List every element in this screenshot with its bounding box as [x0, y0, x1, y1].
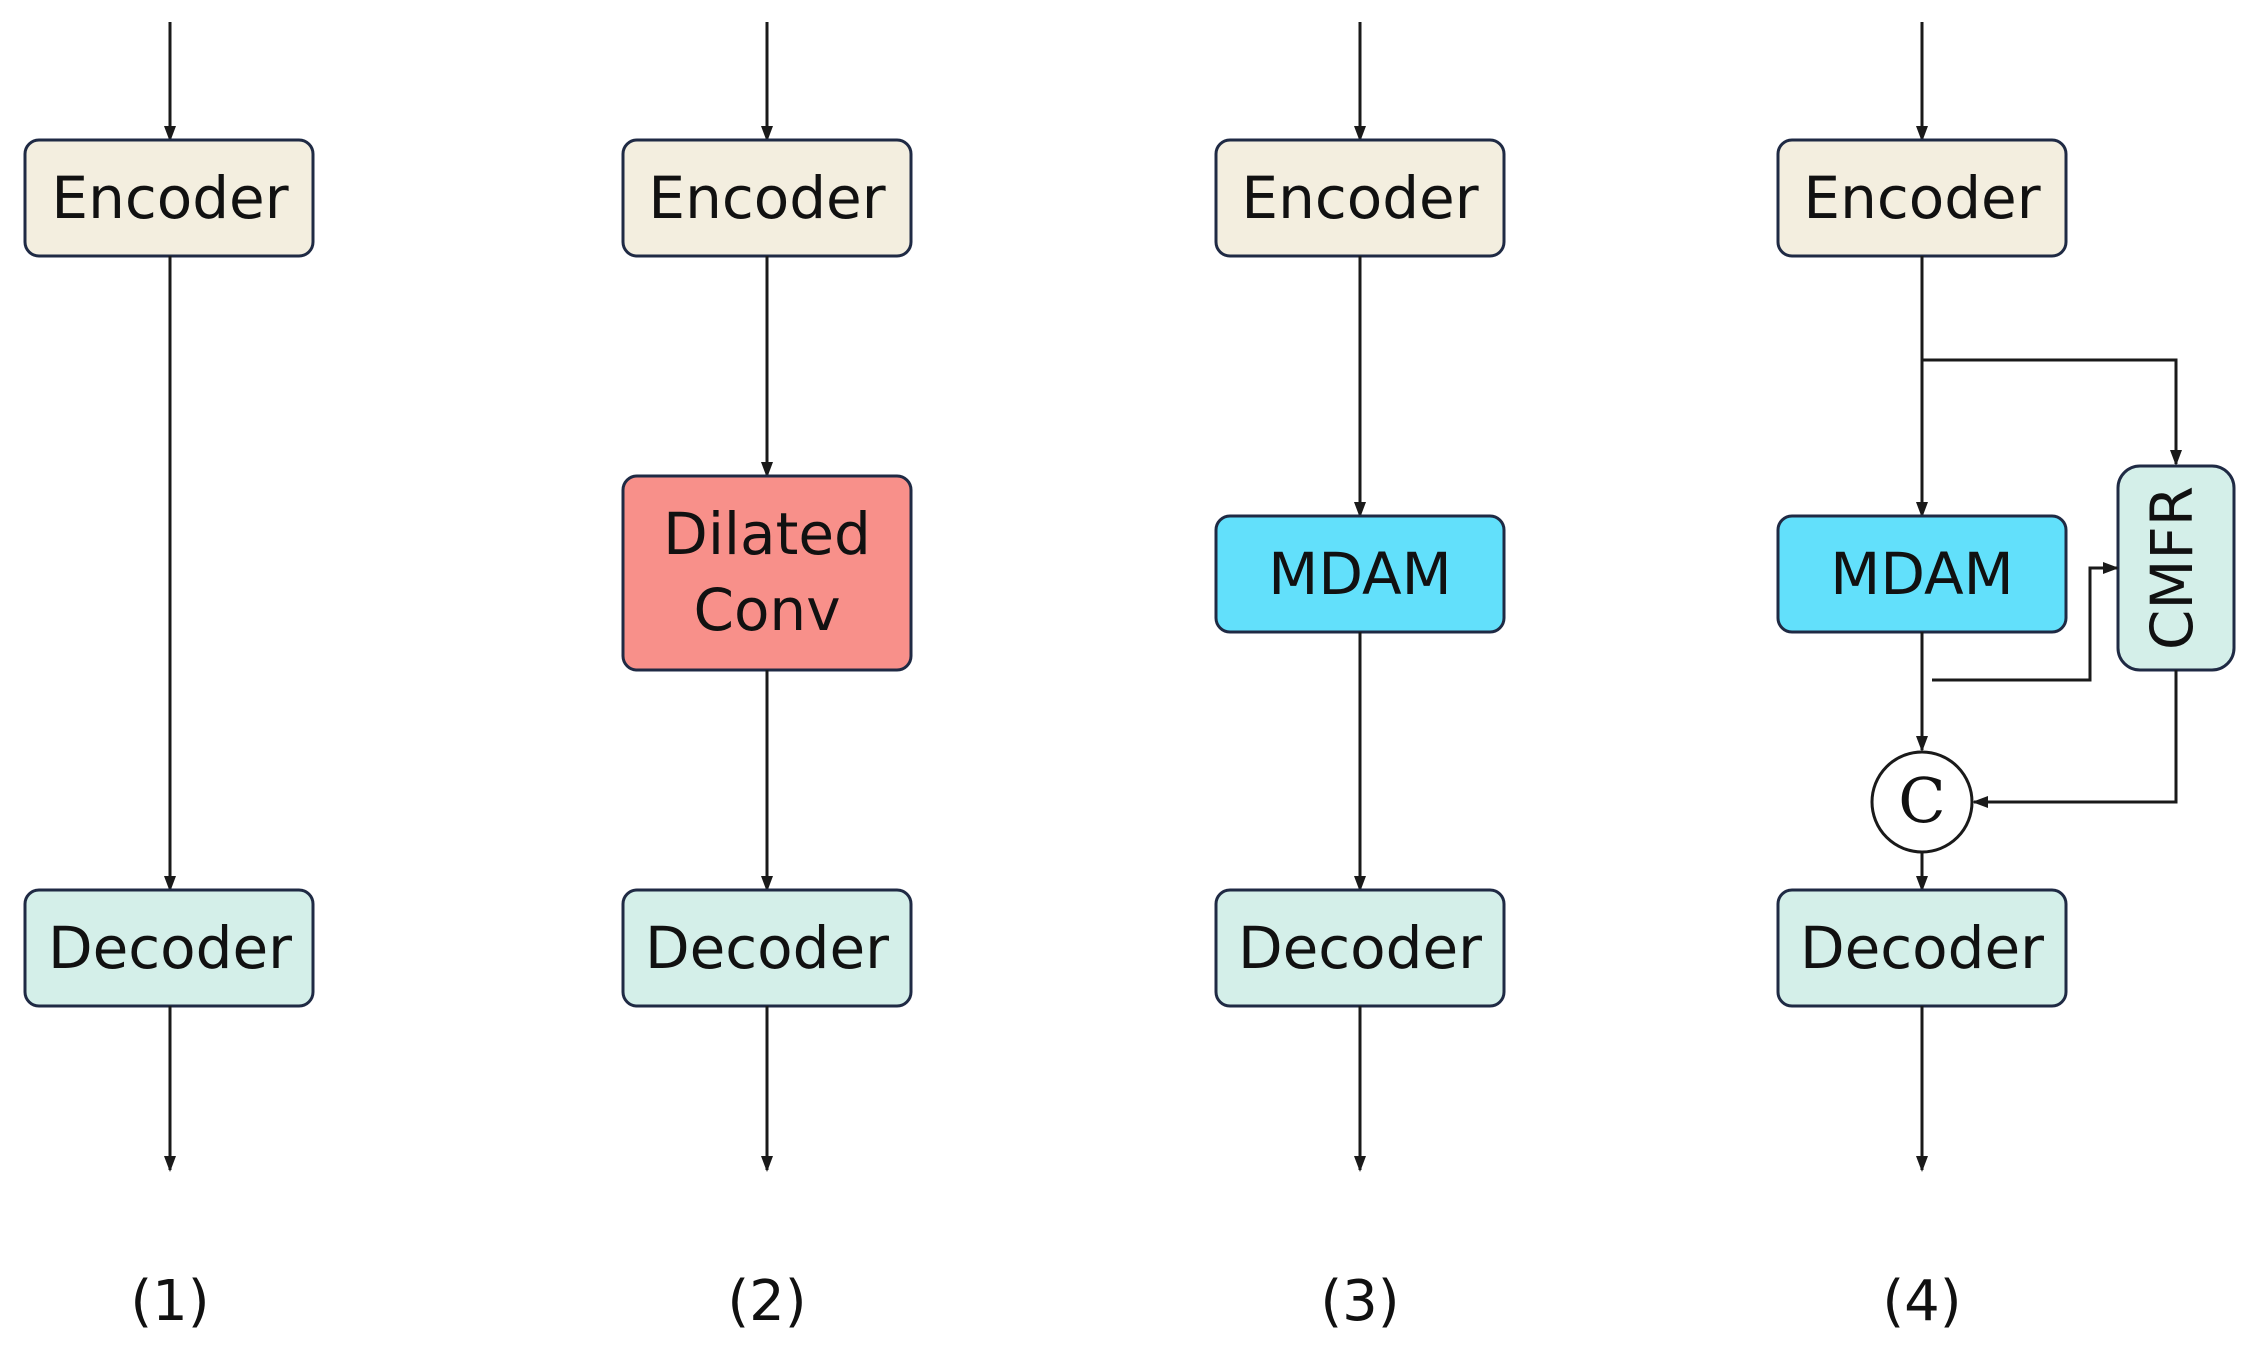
encoder-to-cmfr-arrow	[1922, 358, 2182, 466]
decoder-label: Decoder	[1238, 914, 1482, 982]
decoder-label: Decoder	[645, 914, 889, 982]
encoder-label: Encoder	[648, 164, 885, 232]
encoder-label: Encoder	[1803, 164, 2040, 232]
mdam-label: MDAM	[1830, 540, 2013, 608]
panel-caption: (2)	[727, 1269, 806, 1334]
encoder-label: Encoder	[51, 164, 288, 232]
cmfr-to-concat-arrow	[1972, 670, 2178, 808]
panel-3: Encoder MDAM Decoder (3)	[1214, 22, 1506, 1334]
decoder-label: Decoder	[1800, 914, 2044, 982]
panel-caption: (3)	[1320, 1269, 1399, 1334]
panel-caption: (1)	[130, 1269, 209, 1334]
mdam-to-cmfr-arrow	[1932, 562, 2119, 682]
panel-caption: (4)	[1882, 1269, 1961, 1334]
dilated-conv-label-line1: Dilated	[663, 500, 871, 568]
encoder-label: Encoder	[1241, 164, 1478, 232]
panel-4: Encoder MDAM CMFR C Decoder (4)	[1776, 22, 2236, 1334]
panel-2: Encoder Dilated Conv Decoder (2)	[621, 22, 913, 1334]
concat-label: C	[1898, 764, 1945, 837]
cmfr-label: CMFR	[2138, 486, 2206, 650]
decoder-label: Decoder	[48, 914, 292, 982]
dilated-conv-label-line2: Conv	[693, 576, 840, 644]
mdam-label: MDAM	[1268, 540, 1451, 608]
panel-1: Encoder Decoder (1)	[23, 22, 315, 1334]
